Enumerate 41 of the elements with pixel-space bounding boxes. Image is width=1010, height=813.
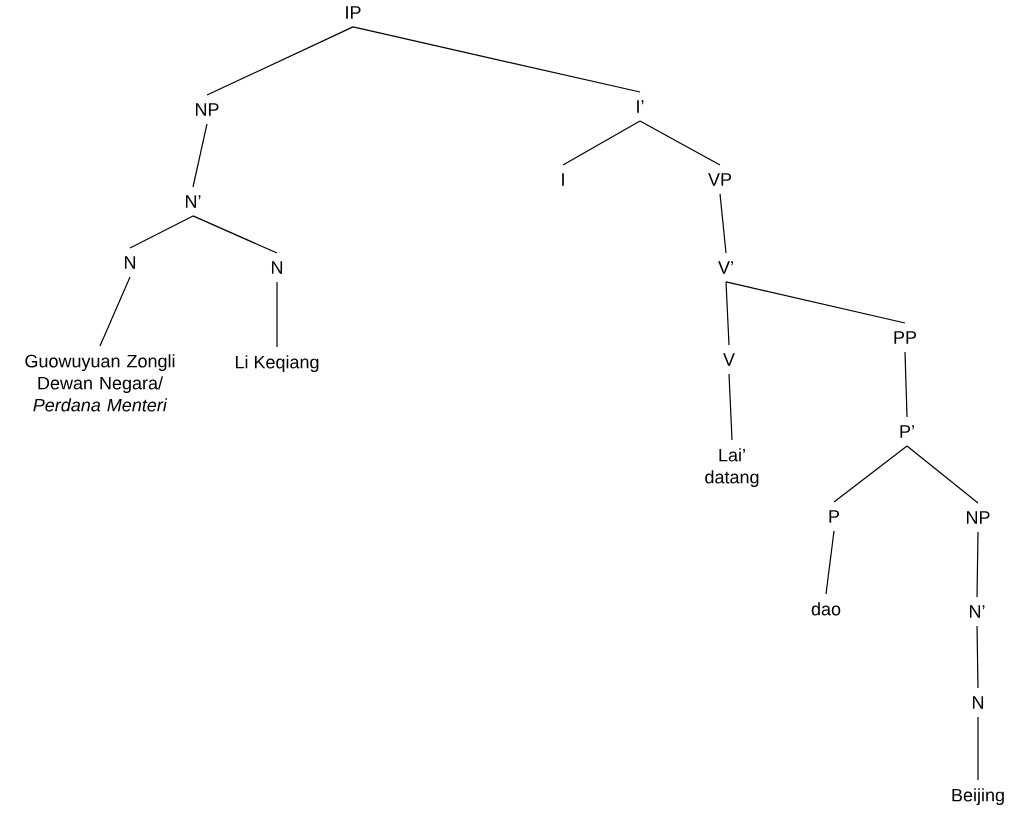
tree-label: Guowuyuan Zongli Dewan Negara/ Perdana Menteri [25,354,175,412]
tree-branch [725,281,730,346]
tree-label: NP [196,103,219,116]
tree-branch [562,120,641,166]
tree-label: dao [811,602,841,616]
tree-branch [99,276,131,347]
tree-branch [825,530,835,595]
tree-label: N [973,696,984,709]
tree-label: I’ [637,100,644,113]
tree-branch [352,26,641,93]
tree-branch [976,531,979,598]
tree-branch [192,215,278,254]
tree-branch [206,26,354,96]
tree-label: P’ [900,425,914,438]
tree-label: N [125,256,136,269]
tree-label: I [562,173,564,186]
tree-label: PP [894,331,917,344]
tree-label: V’ [718,261,733,274]
tree-branch [728,373,733,441]
tree-branch [906,445,979,504]
tree-label: Beijing [952,788,1004,806]
tree-label: N [272,261,283,274]
tree-branch [639,120,721,166]
tree-label: N’ [186,195,201,208]
tree-branch [725,281,906,324]
tree-label: VP [708,173,732,186]
tree-branch [129,215,194,249]
tree-branch [976,625,979,689]
tree-branch [833,445,908,503]
tree-label: Lai’ datang [705,448,759,488]
tree-branch [904,351,908,418]
tree-label: IP [346,6,361,19]
tree-branch [192,123,208,188]
tree-label: P [829,510,840,523]
tree-label: N’ [970,605,985,618]
tree-label: NP [967,511,990,524]
tree-branch [276,281,278,348]
tree-branch [719,193,727,254]
tree-branch [977,716,979,781]
tree-label: Li Keqiang [235,355,319,373]
tree-label: V [723,353,735,366]
